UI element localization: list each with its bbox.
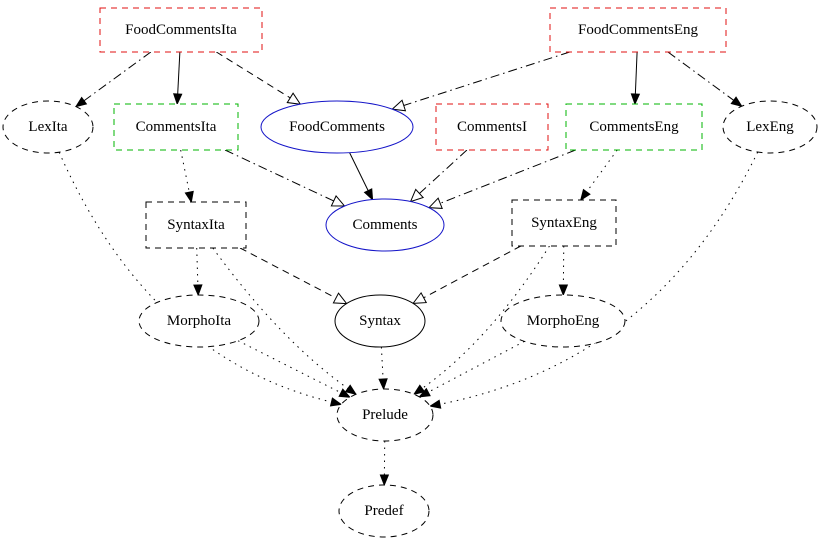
edge-SyntaxEng-Syntax — [412, 245, 522, 304]
open-arrowhead-icon — [409, 188, 425, 203]
node-Prelude: Prelude — [336, 388, 434, 442]
filled-arrowhead-icon — [193, 284, 203, 297]
module-ellipse — [722, 100, 818, 154]
module-box — [435, 103, 549, 151]
edge-FoodCommentsEng-CommentsEng — [630, 51, 641, 106]
node-CommentsEng: CommentsEng — [565, 103, 703, 151]
module-ellipse — [338, 484, 430, 538]
module-ellipse — [334, 294, 426, 348]
edge-FoodCommentsIta-CommentsIta — [172, 51, 183, 106]
node-FoodComments: FoodComments — [260, 100, 414, 154]
node-label: LexEng — [746, 119, 794, 135]
open-arrowhead-icon — [286, 92, 302, 105]
edge-Syntax-Prelude — [378, 346, 388, 391]
node-label: CommentsEng — [589, 119, 679, 135]
open-arrowhead-icon — [412, 291, 428, 304]
node-Predef: Predef — [338, 484, 430, 538]
module-ellipse — [138, 294, 260, 348]
node-Comments: Comments — [325, 198, 445, 252]
node-label: FoodCommentsIta — [125, 22, 237, 38]
node-label: CommentsIta — [136, 119, 217, 135]
node-label: LexIta — [28, 119, 67, 135]
edge-MorphoIta-Prelude — [237, 340, 352, 398]
node-label: Prelude — [362, 407, 408, 423]
module-box — [113, 103, 239, 151]
edge-SyntaxEng-MorphoEng — [558, 245, 569, 297]
edge-Prelude-Predef — [379, 440, 390, 487]
edge-CommentsEng-Comments — [427, 149, 576, 209]
edge-SyntaxEng-Prelude — [412, 245, 550, 396]
node-LexEng: LexEng — [722, 100, 818, 154]
edge-FoodCommentsEng-LexEng — [667, 51, 743, 108]
filled-arrowhead-icon — [412, 384, 426, 396]
node-label: Predef — [364, 503, 403, 519]
filled-arrowhead-icon — [363, 188, 374, 201]
node-Syntax: Syntax — [334, 294, 426, 348]
filled-arrowhead-icon — [730, 96, 743, 108]
node-FoodCommentsIta: FoodCommentsIta — [99, 7, 263, 53]
module-box — [99, 7, 263, 53]
filled-arrowhead-icon — [418, 387, 431, 398]
node-label: FoodCommentsEng — [578, 22, 699, 38]
node-FoodCommentsEng: FoodCommentsEng — [549, 7, 727, 53]
edge-CommentsIta-SyntaxIta — [180, 149, 194, 204]
edge-FoodCommentsIta-FoodComments — [216, 51, 302, 105]
edge-FoodCommentsEng-FoodComments — [391, 51, 570, 112]
node-MorphoIta: MorphoIta — [138, 294, 260, 348]
node-CommentsI: CommentsI — [435, 103, 549, 151]
module-box — [565, 103, 703, 151]
node-label: SyntaxIta — [167, 217, 225, 233]
filled-arrowhead-icon — [172, 93, 183, 106]
open-arrowhead-icon — [332, 292, 348, 305]
node-label: CommentsI — [457, 119, 527, 135]
filled-arrowhead-icon — [329, 397, 343, 407]
filled-arrowhead-icon — [184, 190, 194, 204]
node-MorphoEng: MorphoEng — [500, 294, 626, 348]
filled-arrowhead-icon — [579, 188, 591, 202]
edge-CommentsI-Comments — [409, 149, 468, 203]
node-label: Comments — [352, 217, 417, 233]
edge-MorphoEng-Prelude — [418, 340, 525, 398]
node-LexIta: LexIta — [2, 100, 94, 154]
edge-LexEng-Prelude — [428, 151, 759, 409]
open-arrowhead-icon — [330, 195, 346, 207]
module-ellipse — [325, 198, 445, 252]
module-box — [511, 199, 617, 247]
edge-FoodComments-Comments — [349, 152, 374, 201]
edge-SyntaxIta-MorphoIta — [193, 247, 203, 297]
module-ellipse — [336, 388, 434, 442]
filled-arrowhead-icon — [74, 96, 88, 108]
node-label: Syntax — [359, 313, 401, 329]
module-ellipse — [260, 100, 414, 154]
module-ellipse — [500, 294, 626, 348]
node-SyntaxIta: SyntaxIta — [145, 201, 247, 249]
node-label: MorphoIta — [167, 313, 231, 329]
module-box — [549, 7, 727, 53]
edge-SyntaxIta-Prelude — [212, 247, 358, 396]
module-ellipse — [2, 100, 94, 154]
node-label: SyntaxEng — [531, 215, 597, 231]
node-SyntaxEng: SyntaxEng — [511, 199, 617, 247]
filled-arrowhead-icon — [428, 399, 442, 409]
edge-CommentsIta-Comments — [224, 149, 346, 207]
filled-arrowhead-icon — [558, 284, 569, 297]
filled-arrowhead-icon — [338, 388, 352, 398]
filled-arrowhead-icon — [344, 384, 358, 396]
edge-FoodCommentsIta-LexIta — [74, 51, 152, 108]
node-label: MorphoEng — [527, 313, 600, 329]
node-CommentsIta: CommentsIta — [113, 103, 239, 151]
node-label: FoodComments — [289, 119, 385, 135]
filled-arrowhead-icon — [630, 93, 641, 106]
edge-SyntaxIta-Syntax — [239, 247, 348, 305]
edge-CommentsEng-SyntaxEng — [579, 149, 618, 202]
filled-arrowhead-icon — [379, 474, 390, 487]
module-box — [145, 201, 247, 249]
open-arrowhead-icon — [391, 99, 407, 112]
open-arrowhead-icon — [427, 197, 443, 209]
filled-arrowhead-icon — [378, 378, 388, 391]
